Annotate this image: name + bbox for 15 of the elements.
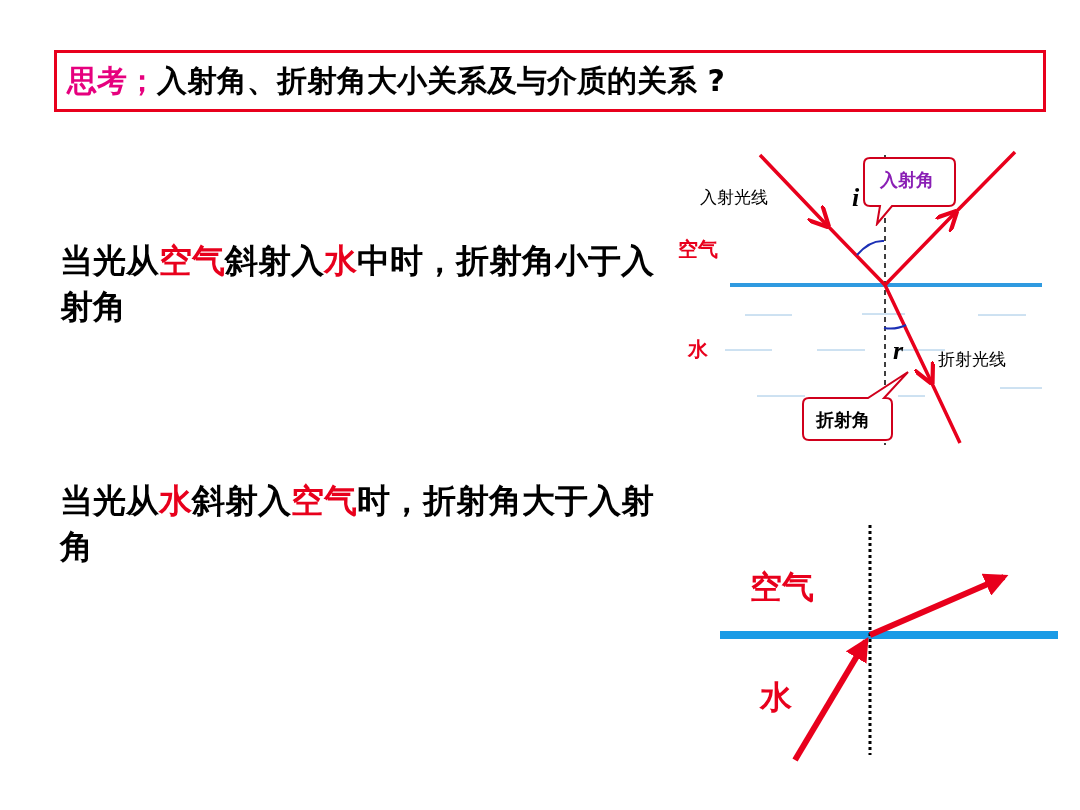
speech-bubble (862, 156, 957, 226)
angle-symbol: i (852, 183, 860, 213)
callout-text: 折射角 (816, 408, 870, 432)
statement-text: 当光从水斜射入空气时，折射角大于入射角 (60, 480, 655, 568)
ray-label: 入射光线 (700, 186, 768, 209)
statement-text: 当光从空气斜射入水中时，折射角小于入射角 (60, 240, 655, 328)
ray-label: 折射光线 (938, 348, 1006, 371)
speech-bubble (800, 368, 912, 444)
angle-symbol: r (893, 336, 904, 366)
medium-label: 空气 (678, 236, 718, 263)
medium-label: 水 (760, 677, 792, 718)
medium-label: 空气 (750, 567, 814, 608)
callout-text: 入射角 (880, 168, 934, 192)
title: 思考；入射角、折射角大小关系及与介质的关系 ? (54, 50, 1046, 112)
medium-label: 水 (688, 336, 708, 363)
